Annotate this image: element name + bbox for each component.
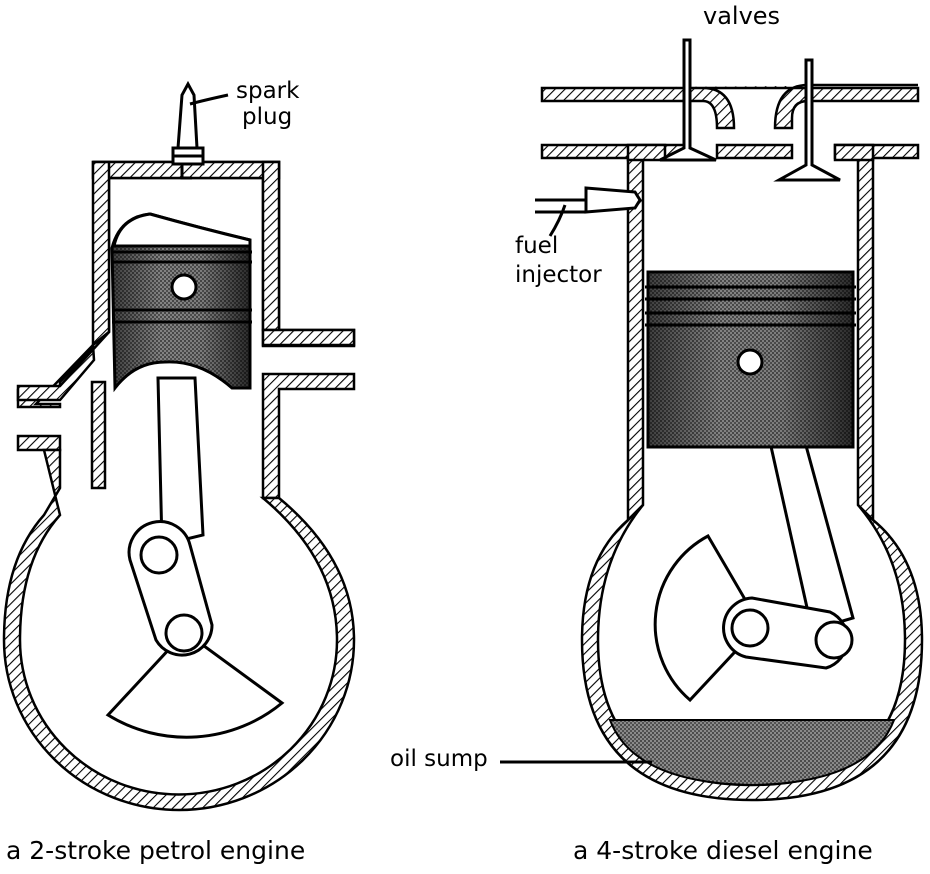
two-stroke-transfer-duct [16, 331, 110, 402]
two-stroke-connecting-rod [156, 376, 205, 547]
fuel-injector-label-line2: injector [515, 262, 602, 288]
spark-plug-label-line1: spark [236, 78, 300, 104]
exhaust-valve [773, 58, 841, 182]
two-stroke-crankpin [139, 535, 179, 575]
four-stroke-head-left [626, 143, 667, 162]
oil-sump-label: oil sump [390, 746, 488, 772]
two-stroke-baffle [90, 380, 107, 490]
two-stroke-crank-web [105, 630, 285, 739]
two-stroke-exhaust-port [261, 328, 356, 347]
four-stroke-left-wall [626, 156, 645, 524]
two-stroke-right-wall [261, 160, 281, 332]
valves-label: valves [703, 2, 781, 30]
two-stroke-piston-crown [112, 212, 252, 248]
two-stroke-piston-shade [112, 214, 250, 388]
two-stroke-engine [2, 80, 356, 812]
two-stroke-crankcase [2, 448, 356, 812]
oil-sump [608, 719, 896, 787]
four-stroke-connecting-rod [768, 440, 855, 632]
fuel-injector-leader [548, 204, 567, 237]
four-stroke-engine [500, 38, 924, 802]
spark-plug-leader [189, 93, 229, 106]
two-stroke-left-wall [91, 160, 111, 348]
four-stroke-manifold-top [540, 83, 920, 130]
four-stroke-piston-rings [645, 285, 856, 327]
four-stroke-caption: a 4-stroke diesel engine [573, 836, 873, 865]
spark-plug-label-line2: plug [242, 104, 293, 130]
two-stroke-piston-rings [112, 250, 252, 324]
four-stroke-right-wall [856, 156, 875, 524]
fuel-injector-label-line1: fuel [515, 233, 559, 259]
four-stroke-port-bridge [715, 143, 794, 160]
two-stroke-exhaust-port-lower [261, 372, 356, 500]
four-stroke-gudgeon-pin [736, 348, 764, 376]
fuel-injector [535, 186, 642, 214]
four-stroke-head-right [833, 143, 875, 162]
two-stroke-crankshaft [164, 613, 204, 653]
two-stroke-inlet-port [16, 434, 62, 452]
four-stroke-crankshaft [730, 608, 770, 648]
intake-valve [659, 38, 717, 162]
four-stroke-crank-web [653, 533, 762, 703]
four-stroke-crankpin [814, 620, 854, 660]
two-stroke-gudgeon-pin [170, 273, 198, 301]
spark-plug [171, 80, 205, 180]
two-stroke-caption: a 2-stroke petrol engine [6, 836, 306, 865]
